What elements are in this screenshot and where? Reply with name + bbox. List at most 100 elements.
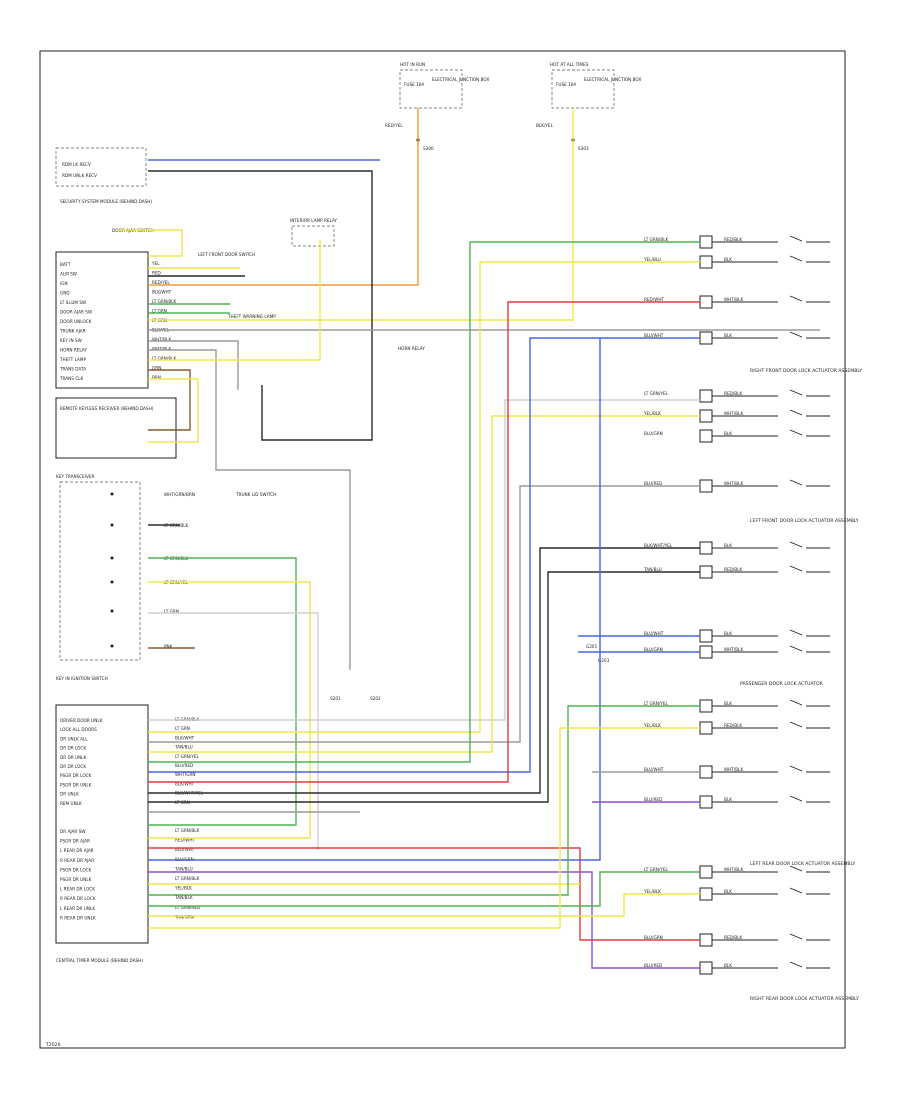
cm-16 bbox=[148, 871, 700, 907]
key-wire-color: WHT/BLK bbox=[152, 347, 171, 352]
fuse2-feed bbox=[148, 108, 574, 321]
connector-box bbox=[699, 389, 713, 403]
key-wire-color: YEL bbox=[151, 261, 160, 266]
switch-contact bbox=[789, 409, 803, 416]
switch-contact bbox=[789, 255, 803, 262]
terminal-dot bbox=[110, 492, 114, 496]
key-wire-color: GRN bbox=[152, 366, 161, 371]
connector-box bbox=[699, 295, 713, 309]
right-small-label: BLK bbox=[724, 701, 732, 706]
connector-box bbox=[699, 933, 713, 947]
central-wire-upper: WHT/GRN bbox=[175, 772, 196, 777]
switch-contact bbox=[789, 541, 803, 548]
transceiver-wire-label: WHT/GRN/BRN bbox=[164, 492, 195, 497]
central-pin-lower: R REAR DR AJAR bbox=[60, 858, 94, 863]
fuse1-header: HOT IN RUN bbox=[400, 62, 425, 67]
xcvr-white bbox=[148, 612, 319, 850]
key-yel-2 bbox=[148, 378, 199, 443]
interior-lamp-box bbox=[291, 225, 335, 247]
central-pin-lower: R REAR DR LOCK bbox=[60, 896, 96, 901]
switch-contact bbox=[789, 479, 803, 486]
right-wire-label: YEL/BLK bbox=[643, 411, 661, 416]
right-wire-label: YEL/BLK bbox=[643, 889, 661, 894]
central-pin-upper: DRIVER DOOR UNLK bbox=[60, 718, 103, 723]
connector-box bbox=[699, 887, 713, 901]
cm-13 bbox=[148, 871, 700, 969]
connector-box bbox=[699, 541, 713, 555]
key-wire-color: LT GRN/BLK bbox=[152, 356, 177, 361]
key-wire-color: RED/YEL bbox=[152, 280, 170, 285]
right-small-label: RED/BLK bbox=[724, 723, 742, 728]
right-small-label: WHT/BLK bbox=[724, 411, 743, 416]
key-wire-color: BRN bbox=[152, 375, 161, 380]
security-out-2 bbox=[148, 170, 373, 441]
fuse1-box bbox=[399, 69, 463, 109]
connector-box bbox=[699, 795, 713, 809]
central-module-box bbox=[55, 704, 149, 944]
footer-code: T2026 bbox=[45, 1042, 61, 1048]
key-gray-2 bbox=[148, 340, 239, 390]
central-pin-upper: DR DR UNLK bbox=[60, 755, 86, 760]
right-small-label: BLK bbox=[724, 333, 732, 338]
remote-receiver-label: REMOTE KEYLESS RECEIVER (BEHIND DASH) bbox=[60, 406, 154, 411]
key-pin-label: KEY IN SW bbox=[60, 338, 82, 343]
cm-7 bbox=[148, 301, 700, 783]
connector-box bbox=[699, 331, 713, 345]
horn-relay-label: HORN RELAY bbox=[398, 346, 425, 351]
connector-box bbox=[699, 765, 713, 779]
central-wire-upper: BLK/WHT bbox=[175, 735, 195, 740]
security-pin-2: RDM UNLK RECV bbox=[62, 173, 97, 178]
connector-box bbox=[699, 721, 713, 735]
key-pin-label: TRANS CLK bbox=[59, 376, 84, 381]
right-wire-label: TAN/BLU bbox=[643, 567, 662, 572]
right-small-label: RED/BLK bbox=[724, 567, 742, 572]
cm-1 bbox=[148, 399, 700, 721]
cm-4 bbox=[148, 415, 700, 753]
connector-box bbox=[699, 235, 713, 249]
interior-lamp-label: INTERIOR LAMP RELAY bbox=[290, 218, 338, 223]
central-wire-upper: TAN/BLU bbox=[174, 745, 193, 750]
right-wire-label: BLU/RED bbox=[644, 481, 662, 486]
key-pin-label: LT ILLUM SW bbox=[60, 300, 86, 305]
security-module-box bbox=[55, 147, 147, 187]
splice-s201: S201 bbox=[330, 696, 341, 701]
connector-box bbox=[699, 699, 713, 713]
central-pin-upper: DR DR LOCK bbox=[60, 746, 86, 751]
fuse2-note: ELECTRICAL JUNCTION BOX bbox=[584, 77, 641, 82]
key-pin-label: DOOR UNLOCK bbox=[60, 319, 92, 324]
right-wire-label: BLK/WHT/YEL bbox=[644, 543, 673, 548]
passenger-actuator-label: PASSENGER DOOR LOCK ACTUATOR bbox=[740, 681, 824, 687]
key-pin-label: DOOR AJAR SW bbox=[60, 310, 92, 315]
cm-6 bbox=[148, 337, 700, 773]
central-wire-lower: TAN/BLU bbox=[174, 866, 193, 871]
wires bbox=[118, 108, 820, 969]
right-wire-label: LT GRN/BLK bbox=[644, 237, 669, 242]
terminal-dot bbox=[110, 556, 114, 560]
key-transceiver-label: KEY TRANSCEIVER bbox=[56, 474, 95, 479]
key-wire-color: LT GRN/BLK bbox=[152, 299, 177, 304]
right-small-label: WHT/BLK bbox=[724, 481, 743, 486]
fuse2-fuse: FUSE 10A bbox=[556, 82, 576, 87]
switch-contact bbox=[789, 721, 803, 728]
terminal-dot bbox=[110, 609, 114, 613]
right-small-label: BLK bbox=[724, 257, 732, 262]
switch-contact bbox=[789, 933, 803, 940]
central-pin-lower: L REAR DR LOCK bbox=[60, 887, 95, 892]
central-wire-upper: LT GRN/YEL bbox=[175, 754, 200, 759]
connector-box bbox=[699, 479, 713, 493]
trunk-switch-label: TRUNK LID SWITCH bbox=[235, 492, 276, 497]
switch-contact bbox=[789, 765, 803, 772]
switch-contact bbox=[789, 295, 803, 302]
switch-contact bbox=[789, 887, 803, 894]
right-wire-label: YEL/BLK bbox=[643, 723, 661, 728]
terminal-dot bbox=[110, 523, 114, 527]
switch-contact bbox=[789, 645, 803, 652]
xcvr-yellow bbox=[148, 581, 311, 839]
central-wire-upper: LT GRN bbox=[175, 726, 190, 731]
right-wire-label: LT GRN/YEL bbox=[644, 867, 669, 872]
key-pin-label: HORN RELAY bbox=[60, 348, 87, 353]
right-small-label: BLK bbox=[724, 631, 732, 636]
